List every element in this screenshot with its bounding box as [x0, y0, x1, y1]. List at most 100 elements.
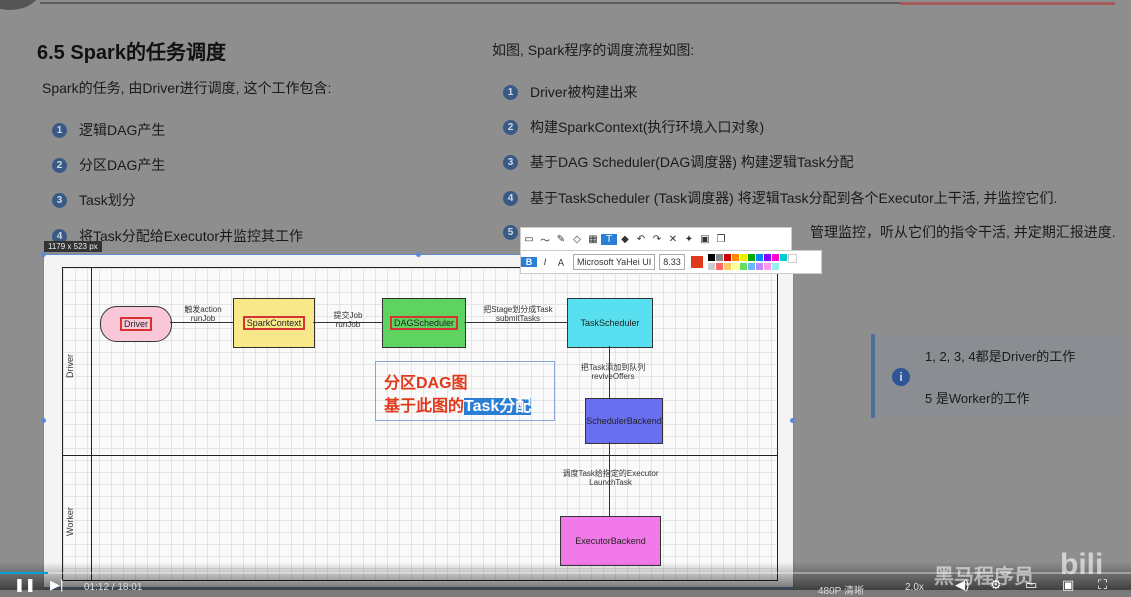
watermark: 黑马程序员: [934, 566, 1034, 588]
progress-track[interactable]: [0, 572, 1131, 574]
edge-arrow: [313, 322, 382, 323]
mosaic-icon[interactable]: ▦: [588, 233, 598, 245]
node-sparkcontext: SparkContext: [233, 298, 315, 348]
pen-icon[interactable]: ✎: [556, 233, 566, 245]
copy-icon[interactable]: ❐: [716, 233, 726, 245]
annotation-highlight: Task分配: [464, 398, 532, 415]
node-label: Driver: [120, 317, 152, 331]
redo-icon[interactable]: ↷: [652, 233, 662, 245]
node-label: DAGScheduler: [389, 316, 459, 330]
edge-label: 调度Task给指定的Executor LaunchTask: [562, 469, 659, 487]
pin-icon[interactable]: ✦: [684, 233, 694, 245]
text-annotation[interactable]: 分区DAG图 基于此图的Task分配: [375, 361, 555, 421]
node-label: TaskScheduler: [580, 318, 640, 328]
next-icon[interactable]: ▶|: [50, 577, 64, 592]
node-dagscheduler: DAGScheduler: [382, 298, 466, 348]
current-color-swatch[interactable]: [690, 256, 703, 268]
fullscreen-icon[interactable]: ⛶: [1098, 577, 1108, 592]
text-format-toolbar: B I Ａ Microsoft YaHei UI 8.33: [520, 250, 822, 274]
number-badge: 2: [52, 157, 67, 173]
progress-fill: [0, 572, 48, 574]
size-badge: 1179 x 523 px: [44, 241, 102, 252]
info-line-1: 1, 2, 3, 4都是Driver的工作: [925, 349, 1076, 364]
number-badge: 3: [52, 192, 67, 208]
number-badge: 5: [503, 224, 518, 240]
edge-label: 把Task添加到队列 reviveOffers: [580, 363, 646, 381]
number-badge: 2: [503, 119, 518, 135]
lane-label-worker: Worker: [65, 507, 75, 536]
close-icon[interactable]: ✕: [668, 233, 678, 245]
pause-icon[interactable]: ❚❚: [14, 577, 36, 592]
right-item: 5 管理监控，听从它们的指令干活, 并定期汇报进度.: [503, 222, 1116, 242]
node-label: ExecutorBackend: [575, 536, 646, 546]
edge-label: 提交Job runJob: [333, 311, 363, 329]
right-item-text: 基于DAG Scheduler(DAG调度器) 构建逻辑Task分配: [530, 154, 854, 170]
right-item: 1 Driver被构建出来: [503, 82, 637, 102]
node-label: SchedulerBackend: [586, 416, 662, 426]
number-badge: 4: [52, 228, 67, 244]
eraser-icon[interactable]: ◆: [621, 233, 629, 245]
line-icon[interactable]: 〜: [540, 235, 550, 247]
annotation-line-2: 基于此图的Task分配: [384, 392, 532, 416]
right-item: 3 基于DAG Scheduler(DAG调度器) 构建逻辑Task分配: [503, 152, 854, 172]
top-accent: [900, 2, 1115, 5]
left-item-text: Task划分: [79, 192, 136, 208]
size-select[interactable]: 8.33: [659, 254, 685, 270]
resize-handle[interactable]: [41, 252, 46, 257]
volume-icon[interactable]: ◀): [955, 577, 970, 592]
screenshot-selection[interactable]: Driver Worker Driver SparkContext DAGSch…: [41, 252, 795, 588]
annotation-toolbar: ▭ 〜 ✎ ◇ ▦ T ◆ ↶ ↷ ✕ ✦ ▣ ❐: [520, 227, 792, 251]
left-item: 3 Task划分: [52, 190, 136, 210]
node-driver: Driver: [100, 306, 172, 342]
left-item-text: 逻辑DAG产生: [79, 122, 166, 138]
edge-label: 把Stage划分成Task submitTasks: [483, 305, 553, 323]
undo-icon[interactable]: ↶: [636, 233, 646, 245]
rect-icon[interactable]: ▭: [524, 233, 534, 245]
node-schedulerbackend: SchedulerBackend: [585, 398, 663, 444]
speed-button[interactable]: 2.0x: [905, 582, 924, 593]
node-label: SparkContext: [242, 316, 306, 330]
settings-icon[interactable]: ⚙: [990, 577, 1002, 592]
lane-label-driver: Driver: [65, 354, 75, 378]
right-item-text: 管理监控，听从它们的指令干活, 并定期汇报进度.: [810, 224, 1116, 240]
color-palette[interactable]: [707, 254, 797, 270]
resize-handle[interactable]: [41, 418, 46, 423]
marker-icon[interactable]: ◇: [573, 233, 581, 245]
node-executorbackend: ExecutorBackend: [560, 516, 661, 566]
resize-handle[interactable]: [416, 252, 421, 257]
font-style-icon[interactable]: Ａ: [556, 257, 566, 268]
slide-title: 6.5 Spark的任务调度: [37, 42, 226, 64]
info-callout: i 1, 2, 3, 4都是Driver的工作 5 是Worker的工作: [871, 334, 1121, 418]
top-divider: [40, 2, 1115, 4]
right-lead: 如图, Spark程序的调度流程如图:: [492, 42, 695, 58]
annotation-prefix: 基于此图的: [384, 398, 465, 415]
widescreen-icon[interactable]: ▣: [1062, 577, 1075, 592]
font-select[interactable]: Microsoft YaHei UI: [573, 254, 656, 270]
logo: [0, 0, 40, 10]
text-tool-icon[interactable]: T: [601, 233, 617, 245]
number-badge: 1: [52, 122, 67, 138]
diagram-canvas: Driver Worker Driver SparkContext DAGSch…: [62, 267, 778, 581]
right-item-text: 基于TaskScheduler (Task调度器) 将逻辑Task分配到各个Ex…: [530, 190, 1058, 206]
save-icon[interactable]: ▣: [700, 233, 710, 245]
left-item-text: 分区DAG产生: [79, 157, 166, 173]
lane-header-divider: [91, 268, 92, 580]
player-controls: [0, 562, 1131, 590]
italic-button[interactable]: I: [543, 257, 547, 267]
resize-handle[interactable]: [790, 418, 795, 423]
edge-arrow: [609, 442, 610, 516]
edge-arrow: [464, 322, 567, 323]
bold-button[interactable]: B: [521, 257, 537, 267]
left-item: 1 逻辑DAG产生: [52, 120, 165, 140]
number-badge: 3: [503, 154, 518, 170]
pip-icon[interactable]: ▭: [1025, 577, 1038, 592]
time-display: 01:12 / 18:01: [84, 582, 143, 593]
right-item-text: Driver被构建出来: [530, 84, 638, 100]
info-line-2: 5 是Worker的工作: [925, 391, 1030, 406]
edge-arrow: [170, 322, 233, 323]
number-badge: 1: [503, 84, 518, 100]
edge-label: 触发action runJob: [184, 305, 222, 323]
